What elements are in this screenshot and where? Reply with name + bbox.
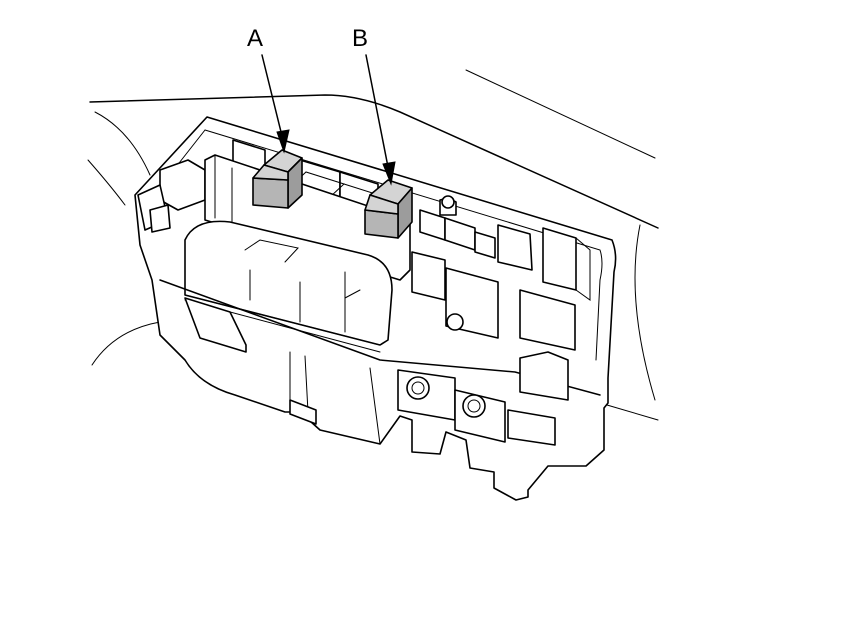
right-components [411,195,591,401]
callout-a-leader [261,54,290,154]
callout-label-a: A [247,25,263,52]
cover-block [184,220,393,346]
callout-b-leader [365,54,396,186]
relay-b [364,179,413,239]
vehicle-body-lines [87,69,659,421]
bolt-terminals [397,369,556,446]
callout-label-b: B [352,25,368,52]
relay-a [252,149,303,209]
